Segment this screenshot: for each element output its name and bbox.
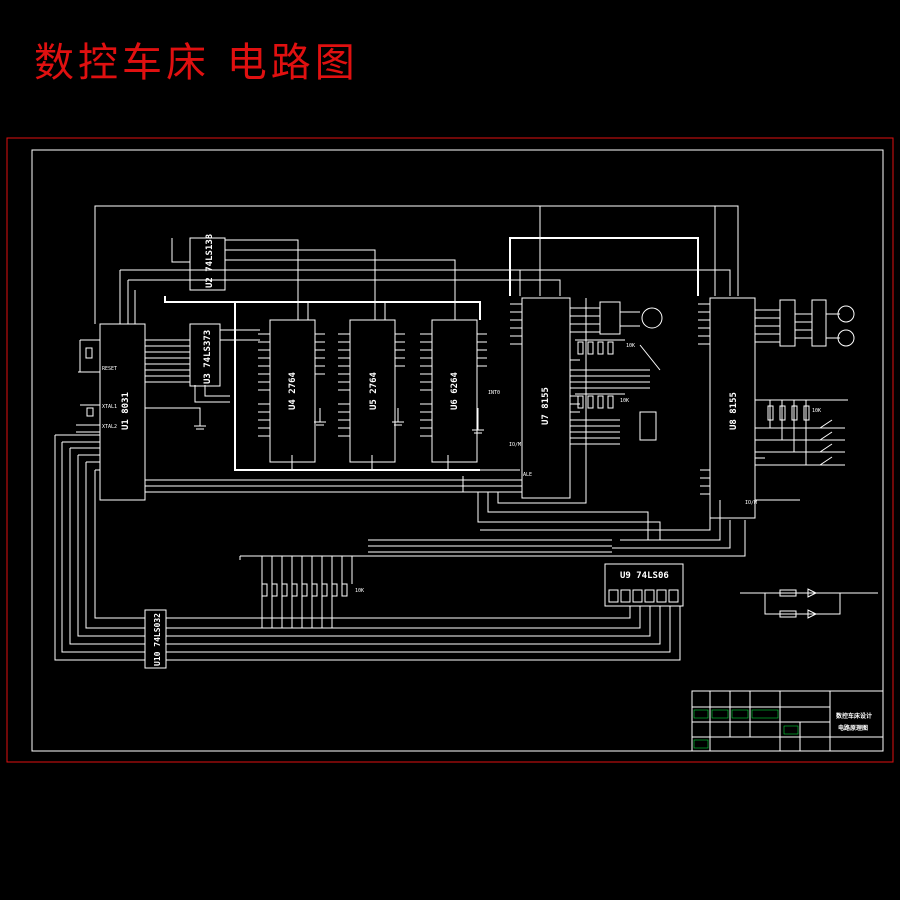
chip-u4: U4 2764: [269, 319, 316, 463]
ale-label: ALE: [523, 472, 532, 478]
wiring: [54, 205, 878, 661]
chip-u3: U3 74LS373: [189, 323, 221, 387]
resistor-array-led-label: 10K: [355, 588, 364, 594]
chip-u9: U9 74LS06: [604, 563, 684, 607]
svg-text:U6 6264: U6 6264: [450, 371, 460, 410]
motor-drivers: [599, 299, 855, 347]
int0-label: INT0: [488, 390, 500, 396]
io-label-u7: IO/M: [509, 442, 521, 448]
resistor-array-right-label: 10K: [812, 408, 821, 414]
title-block-name-line1: 数控车床设计: [836, 712, 872, 720]
svg-text:U2 74LS138: U2 74LS138: [205, 234, 215, 288]
svg-text:U7 8155: U7 8155: [541, 387, 551, 425]
inner-border: [31, 149, 884, 752]
resistor-array-led: 10K: [261, 583, 364, 597]
svg-text:U3 74LS373: U3 74LS373: [203, 330, 213, 384]
chip-u2: U2 74LS138: [189, 234, 226, 291]
drawing-title: 数控车床 电路图: [34, 40, 359, 86]
svg-text:U1 8031: U1 8031: [121, 392, 131, 430]
pin-stubs: [258, 303, 800, 501]
chip-u5: U5 2764: [349, 319, 396, 463]
chip-u7: U7 8155: [521, 297, 571, 499]
u1-reset-label: RESET: [102, 366, 117, 372]
u1-xtal1-label: XTAL1: [102, 404, 117, 410]
resistor-array-u7: 10K: [575, 339, 635, 355]
svg-text:U9 74LS06: U9 74LS06: [620, 571, 669, 581]
svg-text:U8 8155: U8 8155: [729, 392, 739, 430]
outer-border: [6, 137, 894, 763]
resistor-array-u8-label: 10K: [620, 398, 629, 404]
svg-text:U10 74LS032: U10 74LS032: [153, 613, 162, 666]
diode-circuit: [779, 588, 818, 619]
title-block: 数控车床设计 电路原理图: [691, 690, 884, 752]
chip-u6: U6 6264: [431, 319, 478, 463]
ground-symbols: [194, 421, 484, 434]
chip-u1: U1 8031: [99, 323, 146, 501]
chip-u10: U10 74LS032: [144, 609, 167, 669]
title-block-name-line2: 电路原理图: [838, 724, 868, 732]
reset-and-crystal: [76, 339, 201, 433]
u1-xtal2-label: XTAL2: [102, 424, 117, 430]
resistor-array-u7-label: 10K: [626, 343, 635, 349]
chip-u8: U8 8155: [709, 297, 756, 519]
resistor-array-right: 10K: [767, 405, 833, 466]
resistor-array-u8: 10K: [575, 393, 657, 441]
io-label-u8: IO/M: [745, 500, 757, 506]
svg-text:U5 2764: U5 2764: [369, 371, 379, 410]
svg-text:U4 2764: U4 2764: [288, 371, 298, 410]
